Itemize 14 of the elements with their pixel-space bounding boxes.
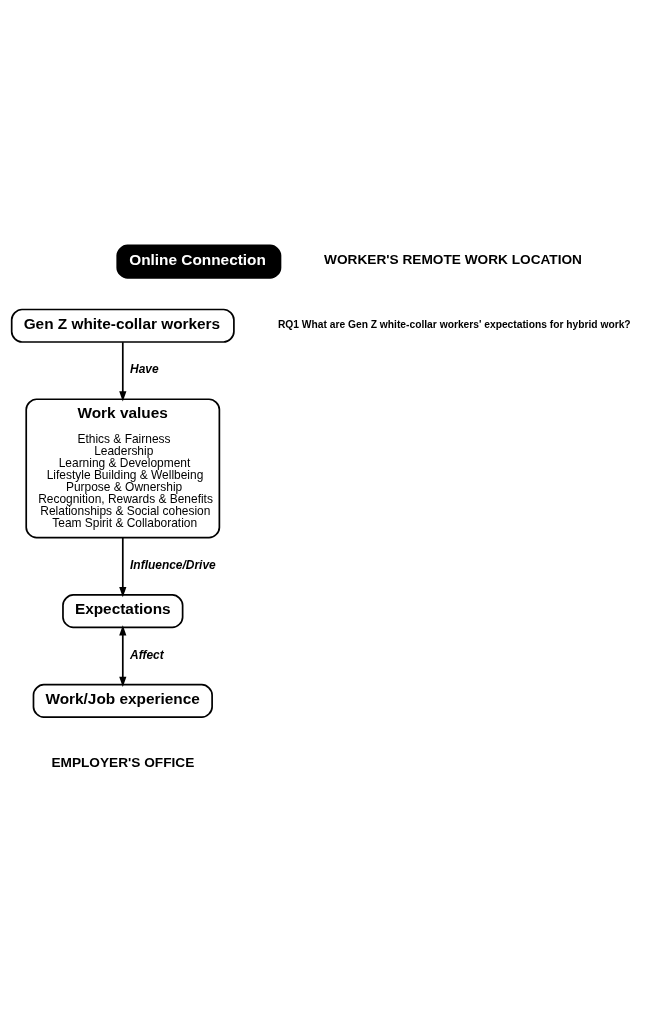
label: EMPLOYER'S OFFICE — [51, 754, 195, 770]
edge-label: Influence/Drive — [130, 558, 216, 573]
edge-label: Have — [130, 362, 159, 377]
node-box: Work values Ethics & Fairness Leadership Learning & Development Lifestyle Building & Wellbeing Purpose & Ownership Recognition, Rewards & Benefits Relationships & Social cohesion Team Spirit & Collaboration — [25, 398, 221, 539]
node-box: Expectations — [62, 594, 184, 629]
arrow — [119, 536, 127, 598]
node-box: Online Connection — [116, 244, 282, 279]
arrow — [119, 625, 127, 688]
label: WORKER'S REMOTE WORK LOCATION — [324, 252, 582, 268]
node-box: Work/Job experience — [32, 683, 213, 719]
label: RQ1 What are Gen Z white-collar workers' expectations for hybrid work? — [277, 318, 631, 330]
node-box: Gen Z white-collar workers — [10, 308, 235, 343]
edge-label: Affect — [130, 647, 164, 662]
arrow — [119, 341, 127, 402]
